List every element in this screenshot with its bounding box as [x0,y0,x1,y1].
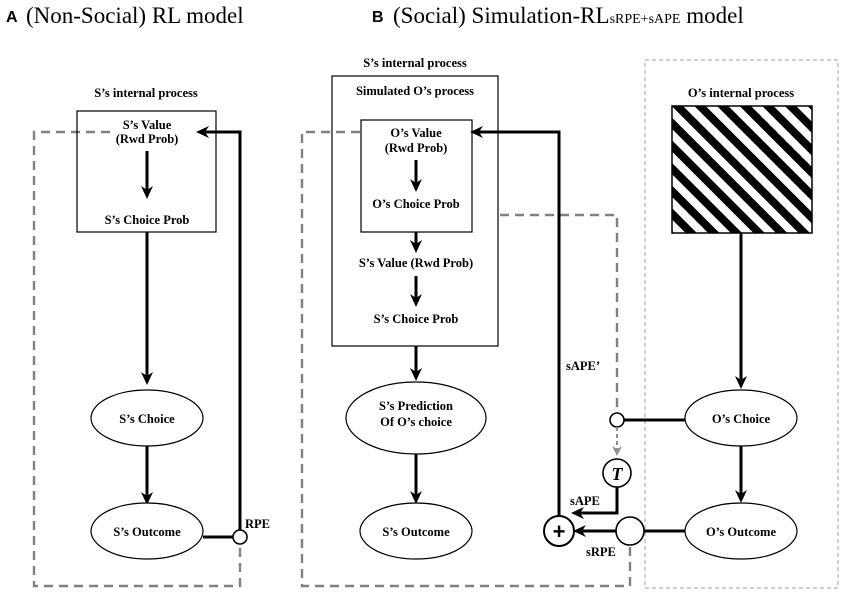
panel-b-o-choice: O’s Choice [712,412,771,426]
panel-a-letter: A [6,9,18,26]
panel-b-o-outcome: O’s Outcome [706,525,776,539]
panel-b-prediction-line1: S’s Prediction [379,399,453,413]
panel-b-srpe-label: sRPE [586,545,616,559]
panel-b-s-choice-prob: S’s Choice Prob [374,312,459,326]
panel-b-sape-label: sAPE [570,494,600,508]
panel-a-rpe-node [232,529,248,545]
panel-b-s-outcome: S’s Outcome [382,525,450,539]
panel-b-simulated-label: Simulated O’s process [356,84,474,98]
panel-b-o-hidden-process [671,105,813,234]
panel-b-o-choice-prob: O’s Choice Prob [372,197,460,211]
panel-b-o-internal-label: O’s internal process [688,86,794,100]
panel-b-o-value-line2: (Rwd Prob) [385,141,448,155]
panel-b-sape-junction [609,412,625,428]
panel-b-plus-node [543,515,575,547]
panel-b-sape-arrow [571,487,619,519]
panel-a-internal-label: S’s internal process [94,86,198,100]
panel-b-o-value-line1: O’s Value [390,126,442,140]
panel-b-letter: B [372,9,384,26]
panel-b-plus-feedback [470,126,561,517]
panel-b-title: (Social) Simulation-RLsRPE+sAPE model [393,3,744,28]
panel-b-dashed-sape-path [500,213,619,420]
panel-a-choice-prob: S’s Choice Prob [105,213,190,227]
panel-b-plus-symbol: + [553,519,566,544]
panel-b-simulated-box [331,75,499,347]
panel-a-value-line1: S’s Value [123,118,172,132]
panel-b-sape-prime-label: sAPE’ [566,359,600,373]
panel-b-s-internal-label: S’s internal process [363,56,467,70]
panel-a-title: (Non-Social) RL model [26,3,244,28]
panel-b-o-internal-box [644,59,839,589]
panel-a-rpe-label: RPE [245,517,270,531]
panel-b-srpe-node [615,516,645,546]
panel-b-t-symbol: T [612,464,624,484]
panel-b-s-value: S’s Value (Rwd Prob) [359,256,473,270]
panel-b-s-outcome-node [359,502,473,560]
panel-a-dashed-loop [32,130,242,588]
panel-a-rpe-feedback [196,126,242,530]
panel-a-outcome-node [90,502,204,560]
panel-a-value-line2: (Rwd Prob) [116,132,179,146]
panel-b-prediction-line2: Of O’s choice [380,415,452,429]
panel-a-outcome: S’s Outcome [113,525,181,539]
panel-a-choice: S’s Choice [119,412,175,426]
panel-b-dashed-loop [300,130,632,588]
